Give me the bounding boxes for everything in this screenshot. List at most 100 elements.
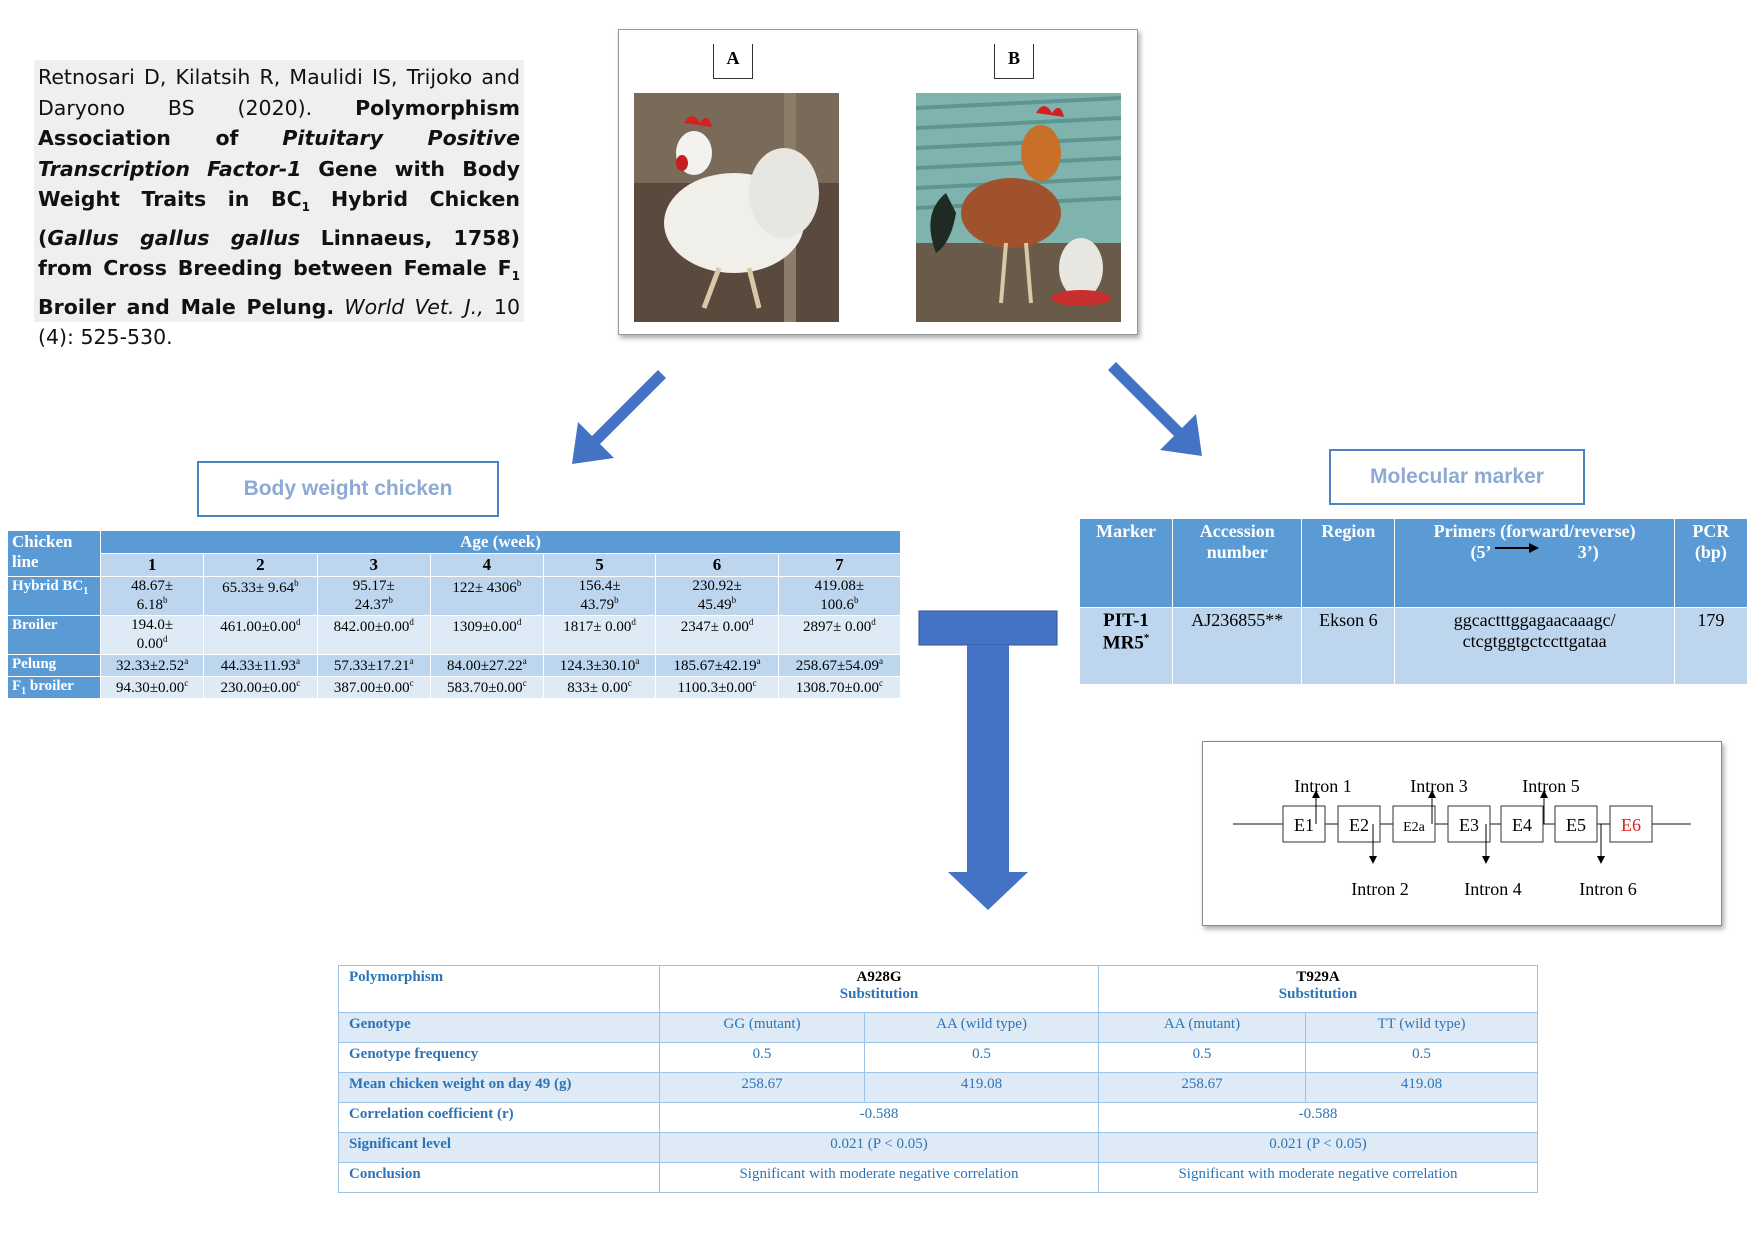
pm-row-label: Conclusion <box>338 1162 660 1193</box>
intron-top-label: Intron 5 <box>1522 776 1580 796</box>
bw-row-label: Broiler <box>7 615 101 655</box>
photo-label-b: B <box>994 44 1034 79</box>
mm-region: Ekson 6 <box>1301 607 1396 685</box>
bw-week-1: 1 <box>99 553 205 577</box>
exon-label: E6 <box>1621 815 1641 835</box>
bw-cell: 387.00±0.00c <box>316 676 431 699</box>
bw-cell: 95.17± 24.37b <box>316 576 431 616</box>
pm-cell: 0.5 <box>1097 1042 1306 1073</box>
pm-row-label: Mean chicken weight on day 49 (g) <box>338 1072 660 1103</box>
pm-cell: 0.5 <box>1304 1042 1539 1073</box>
mm-pcr: 179 <box>1673 607 1749 685</box>
pm-cell: Significant with moderate negative corre… <box>659 1162 1099 1193</box>
t-arrow-down-icon <box>918 610 1058 910</box>
bw-week-5: 5 <box>542 553 657 577</box>
bw-cell: 461.00±0.00d <box>203 615 318 655</box>
mm-header-region: Region <box>1301 518 1396 608</box>
bw-cell: 583.70±0.00c <box>429 676 544 699</box>
arrowhead-up-icon <box>1312 790 1320 798</box>
bw-cell: 124.3±30.10a <box>542 654 657 677</box>
pm-cell: 258.67 <box>658 1072 866 1103</box>
bw-cell: 1817± 0.00d <box>542 615 657 655</box>
molecular-marker-title: Molecular marker <box>1329 449 1585 505</box>
exon-box <box>1282 805 1326 843</box>
bw-week-4: 4 <box>429 553 544 577</box>
arrow-down-left-icon <box>572 370 666 464</box>
bw-cell: 258.67±54.09a <box>777 654 902 677</box>
pm-cell: 0.021 (P < 0.05) <box>659 1132 1099 1163</box>
pm-cell: AA (wild type) <box>864 1012 1099 1043</box>
mm-primers: ggcactttggagaacaaagc/ctcgtggtgctccttgata… <box>1394 607 1675 685</box>
pm-row-label: Significant level <box>338 1132 660 1163</box>
bw-cell: 65.33± 9.64b <box>203 576 318 616</box>
bw-header-line: Chicken line <box>7 530 101 577</box>
citation-title-1: Polymorphism Association of <box>38 95 520 151</box>
bw-cell: 156.4± 43.79b <box>542 576 657 616</box>
bw-cell: 419.08± 100.6b <box>777 576 902 616</box>
bw-cell: 94.30±0.00c <box>99 676 205 699</box>
pm-cell: 0.5 <box>864 1042 1099 1073</box>
bw-week-6: 6 <box>655 553 779 577</box>
arrowhead-down-icon <box>1597 856 1605 864</box>
exon-box <box>1392 805 1436 843</box>
pm-cell: GG (mutant) <box>658 1012 866 1043</box>
exon-label: E1 <box>1294 815 1314 835</box>
intron-top-label: Intron 1 <box>1294 776 1352 796</box>
pm-cell: 0.5 <box>658 1042 866 1073</box>
exon-label: E3 <box>1459 815 1479 835</box>
bw-cell: 194.0± 0.00d <box>99 615 205 655</box>
pm-cell: -0.588 <box>1097 1102 1539 1133</box>
pm-cell: 0.021 (P < 0.05) <box>1097 1132 1539 1163</box>
intron-bottom-label: Intron 2 <box>1351 879 1409 899</box>
citation-title-2: Gene with Body Weight Traits in BC <box>38 156 520 212</box>
arrowhead-down-icon <box>1369 856 1377 864</box>
molecular-marker-table: Marker Accession number Region Primers (… <box>1078 518 1749 685</box>
exon-label: E2 <box>1349 815 1369 835</box>
pm-cell: 419.08 <box>1304 1072 1539 1103</box>
intron-bottom-label: Intron 4 <box>1464 879 1522 899</box>
pm-cell: Significant with moderate negative corre… <box>1097 1162 1539 1193</box>
pm-cell: -0.588 <box>659 1102 1099 1133</box>
pm-header-label: Polymorphism <box>338 965 660 1013</box>
exon-label: E5 <box>1566 815 1586 835</box>
exon-box <box>1554 805 1598 843</box>
citation-block: Retnosari D, Kilatsih R, Maulidi IS, Tri… <box>34 60 524 349</box>
mm-header-primers: Primers (forward/reverse) (5’ 3’) <box>1394 518 1675 608</box>
pm-row-label: Genotype <box>338 1012 660 1043</box>
mm-accession: AJ236855** <box>1172 607 1303 685</box>
intron-bottom-label: Intron 6 <box>1579 879 1637 899</box>
body-weight-title: Body weight chicken <box>197 461 499 517</box>
photo-frame: A B <box>618 29 1138 335</box>
bw-cell: 48.67± 6.18b <box>99 576 205 616</box>
exon-label: E2a <box>1403 820 1426 835</box>
mm-header-accession: Accession number <box>1172 518 1303 608</box>
primer-dir-right: 3’) <box>1577 542 1599 562</box>
mm-marker: PIT-1 MR5* <box>1078 607 1174 685</box>
pm-cell: 419.08 <box>864 1072 1099 1103</box>
bw-cell: 842.00±0.00d <box>316 615 431 655</box>
photo-label-a: A <box>713 44 753 79</box>
pm-cell: TT (wild type) <box>1304 1012 1539 1043</box>
pm-row-label: Correlation coefficient (r) <box>338 1102 660 1133</box>
arrowhead-up-icon <box>1428 790 1436 798</box>
exon-label: E4 <box>1512 815 1532 835</box>
pm-row-label: Genotype frequency <box>338 1042 660 1073</box>
bw-cell: 1309±0.00d <box>429 615 544 655</box>
bw-week-2: 2 <box>203 553 318 577</box>
photo-white-hen <box>634 93 839 322</box>
pm-row: Correlation coefficient (r)-0.588-0.588 <box>338 1102 1539 1133</box>
exon-box <box>1447 805 1491 843</box>
bw-row-label: Hybrid BC1 <box>7 576 101 616</box>
mm-header-marker: Marker <box>1078 518 1174 608</box>
mm-header-pcr: PCR (bp) <box>1673 518 1749 608</box>
primer-dir-left: (5’ <box>1470 542 1491 562</box>
arrow-down-right-icon <box>1108 362 1202 456</box>
